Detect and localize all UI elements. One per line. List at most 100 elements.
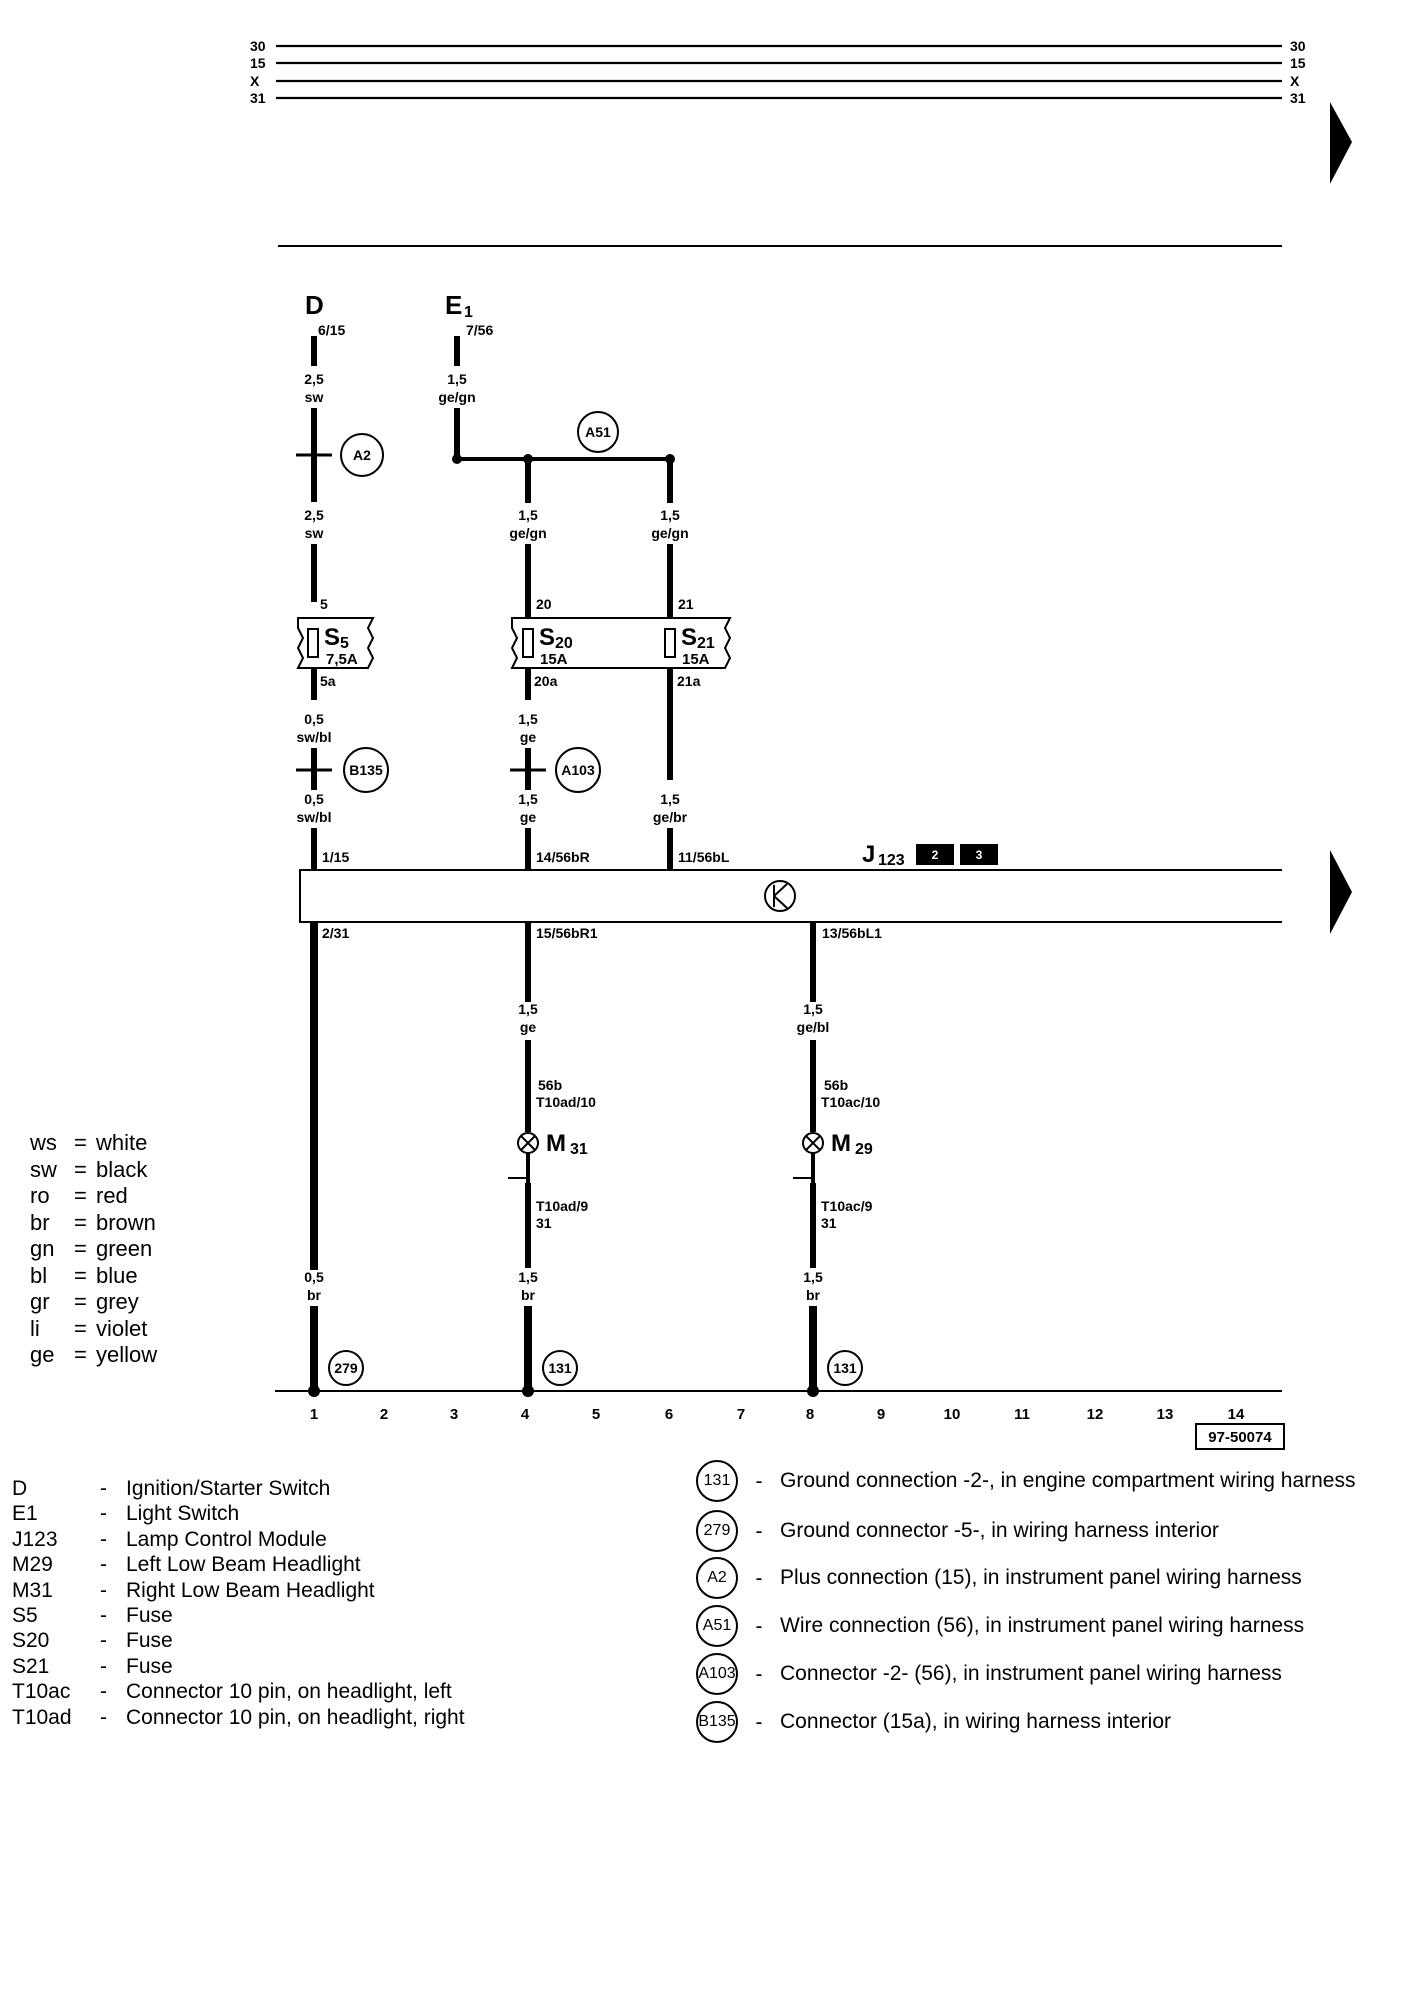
wire — [667, 544, 673, 618]
wire-size: 0,5 — [304, 791, 324, 807]
legend-dash: - — [755, 1567, 763, 1590]
wire-color: br — [521, 1287, 536, 1303]
track-number: 13 — [1157, 1406, 1174, 1423]
wire — [525, 828, 531, 870]
node-label: B135 — [349, 762, 383, 778]
node-label: A103 — [561, 762, 595, 778]
track-number: 8 — [806, 1406, 814, 1423]
wire — [667, 828, 673, 870]
connection-badge: B135 — [696, 1701, 738, 1743]
connection-badge: 131 — [696, 1460, 738, 1502]
fuse-s20-sub: 20 — [555, 635, 573, 652]
bus-label: 31 — [250, 90, 266, 106]
legend-dash: - — [100, 1629, 107, 1653]
ground-131 — [542, 1350, 578, 1386]
color-meaning: grey — [96, 1289, 139, 1314]
wire — [311, 668, 317, 700]
module-tag — [960, 844, 998, 865]
color-meaning: violet — [96, 1315, 148, 1341]
wire-color: ge/br — [653, 809, 688, 825]
legend-dash: - — [755, 1470, 763, 1493]
color-meaning: brown — [96, 1209, 156, 1235]
wire — [311, 828, 317, 870]
pin-label: 14/56bR — [536, 849, 590, 865]
color-code: sw — [30, 1156, 57, 1182]
wire — [810, 1040, 816, 1132]
component-description: Lamp Control Module — [126, 1527, 327, 1551]
legend-dash: - — [100, 1527, 107, 1551]
color-meaning: white — [96, 1130, 148, 1155]
wire — [811, 1153, 815, 1183]
equals-sign: = — [74, 1315, 87, 1341]
pin-label: 21 — [678, 596, 694, 612]
component-description: Ignition/Starter Switch — [126, 1477, 331, 1500]
connection-description: Wire connection (56), in instrument pane… — [780, 1614, 1305, 1637]
pin-label: 31 — [821, 1215, 837, 1231]
color-code: gn — [30, 1236, 55, 1261]
module-tag — [916, 844, 954, 865]
wire-size: 1,5 — [803, 1001, 823, 1017]
pin-label: 7/56 — [466, 322, 493, 338]
component-code: J123 — [12, 1527, 58, 1551]
component-legend-row: M29-Left Low Beam Headlight — [12, 1552, 465, 1577]
equals-sign: = — [74, 1342, 87, 1367]
connection-description: Ground connector -5-, in wiring harness … — [780, 1519, 1219, 1542]
bus-rails: 30 15 X 31 30 15 X 31 — [250, 38, 1306, 106]
legend-dash: - — [100, 1654, 107, 1678]
component-code: S20 — [12, 1629, 50, 1653]
legend-dash: - — [100, 1680, 107, 1704]
wire-color: ge/bl — [797, 1019, 830, 1035]
continuation-arrow-icon — [1330, 102, 1352, 184]
pin-label: T10ac/10 — [821, 1094, 880, 1110]
pin-label: T10ac/9 — [821, 1198, 873, 1214]
pin-label: 56b — [824, 1077, 848, 1093]
wire — [310, 1306, 318, 1390]
wire-size: 2,5 — [304, 371, 324, 387]
component-description: Connector 10 pin, on headlight, left — [126, 1680, 452, 1704]
ground-legend-row: A103-Connector -2- (56), in instrument p… — [696, 1653, 1360, 1695]
component-code: T10ac — [12, 1680, 71, 1704]
component-e1-sub: 1 — [464, 304, 473, 321]
component-j123-sub: 123 — [878, 852, 905, 869]
wire-color: ge — [520, 809, 537, 825]
wire-color: ge/gn — [438, 389, 475, 405]
wire — [526, 1153, 530, 1183]
legend-dash: - — [100, 1604, 107, 1628]
component-legend-row: S21-Fuse — [12, 1654, 465, 1679]
track-number: 14 — [1228, 1406, 1245, 1423]
component-description: Fuse — [126, 1604, 173, 1628]
component-code: T10ad — [12, 1705, 72, 1729]
component-code: M29 — [12, 1553, 53, 1577]
wire — [454, 408, 460, 460]
wire-color: br — [307, 1287, 322, 1303]
ground-legend-row: B135-Connector (15a), in wiring harness … — [696, 1701, 1360, 1743]
wire — [311, 544, 317, 602]
pin-label: 1/15 — [322, 849, 349, 865]
wire — [667, 459, 673, 503]
node-a103 — [555, 747, 601, 793]
connection-description: Connector (15a), in wiring harness inter… — [780, 1710, 1172, 1733]
node-label: 279 — [334, 1360, 358, 1376]
track-number: 7 — [737, 1406, 745, 1423]
lamp-icon — [802, 1132, 824, 1154]
ground-131 — [827, 1350, 863, 1386]
component-description: Connector 10 pin, on headlight, right — [126, 1705, 465, 1729]
wire-color: sw — [305, 389, 324, 405]
wire — [810, 922, 816, 1002]
wiring-diagram: 30 15 X 31 30 15 X 31 D 6/15 2,5 sw A2 2… — [250, 38, 1352, 1450]
continuation-arrow-icon — [1330, 850, 1352, 934]
track-number: 10 — [944, 1406, 961, 1423]
legend-dash: - — [755, 1663, 763, 1686]
wire — [454, 336, 460, 366]
pin-label: 20 — [536, 596, 552, 612]
connection-description: Plus connection (15), in instrument pane… — [780, 1566, 1302, 1589]
equals-sign: = — [74, 1156, 87, 1182]
track-number: 4 — [521, 1406, 530, 1423]
node-label: 131 — [833, 1360, 857, 1376]
pin-label: 6/15 — [318, 322, 345, 338]
track-number: 1 — [310, 1406, 318, 1423]
wire — [525, 544, 531, 618]
node-b135 — [343, 747, 389, 793]
